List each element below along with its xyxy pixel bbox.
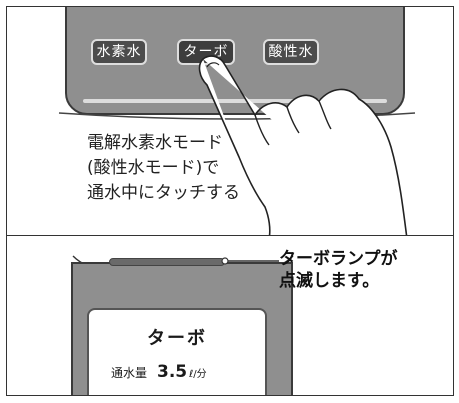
device-control-panel: 水素水 ターボ 酸性水 xyxy=(65,7,405,115)
callout-leader-line xyxy=(221,257,279,265)
panel-rim xyxy=(83,99,387,103)
instruction-line-1: 電解水素水モード xyxy=(87,133,223,153)
callout-line-1: ターボランプが xyxy=(279,249,398,269)
callout-text: ターボランプが 点滅します。 xyxy=(279,248,398,292)
turbo-lamp xyxy=(109,258,225,266)
hydrogen-water-button[interactable]: 水素水 xyxy=(91,39,147,65)
flow-value: 3.5 xyxy=(157,362,188,382)
instruction-text: 電解水素水モード (酸性水モード)で 通水中にタッチする xyxy=(87,131,240,206)
instruction-line-2: (酸性水モード)で xyxy=(87,158,220,178)
display-mode-title: ターボ xyxy=(147,328,207,349)
instruction-line-3: 通水中にタッチする xyxy=(87,183,240,203)
top-illustration-panel: 水素水 ターボ 酸性水 電解水素水モード (酸性水モード)で 通水中にタッチする xyxy=(6,6,454,236)
pointing-hand-icon xyxy=(198,55,408,235)
callout-line-2: 点滅します。 xyxy=(279,271,380,291)
flow-unit: ℓ/分 xyxy=(189,369,207,380)
acidic-water-button[interactable]: 酸性水 xyxy=(263,39,319,65)
flow-label: 通水量 xyxy=(111,366,148,380)
